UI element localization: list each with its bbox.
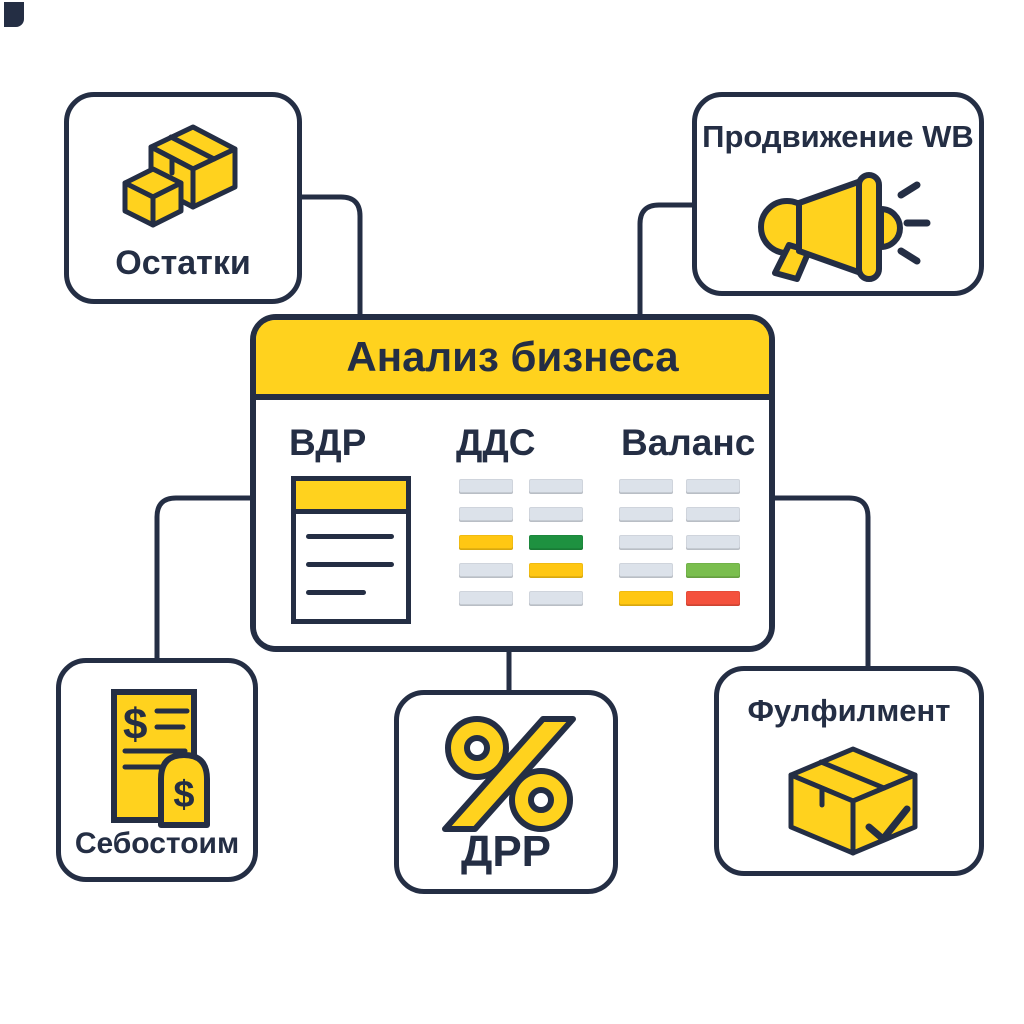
- node-analysis: Анализ бизнеса ВДР ДДС Валанс: [250, 314, 775, 652]
- document-icon-line: [306, 534, 394, 539]
- data-bar-gray: [619, 507, 673, 522]
- data-bar-green_light: [686, 563, 740, 578]
- connector-center-sebestoim: [154, 495, 251, 660]
- data-bar-green_dark: [529, 535, 583, 550]
- data-bar-red: [686, 591, 740, 606]
- svg-text:$: $: [173, 774, 194, 816]
- data-bar-gray: [686, 535, 740, 550]
- node-fulfillment-label: Фулфилмент: [747, 693, 951, 728]
- data-bar-gray: [619, 563, 673, 578]
- data-bar-gray: [459, 507, 513, 522]
- document-icon: [291, 476, 411, 624]
- data-bar-gray: [529, 507, 583, 522]
- data-bar-gray: [619, 479, 673, 494]
- boxes-icon: [122, 124, 238, 228]
- node-ostatki-label: Остатки: [115, 244, 251, 282]
- node-fulfillment: Фулфилмент: [714, 666, 984, 876]
- node-promo-label: Продвижение WB: [702, 119, 974, 154]
- megaphone-icon: [758, 172, 931, 282]
- data-bar-gray: [459, 563, 513, 578]
- column-label-vdr: ВДР: [289, 422, 367, 463]
- data-bar-yellow: [459, 535, 513, 550]
- analysis-header: Анализ бизнеса: [256, 320, 769, 400]
- data-bar-gray: [529, 591, 583, 606]
- document-icon-line: [306, 562, 394, 567]
- node-drr: ДРР: [394, 690, 618, 894]
- data-bar-gray: [686, 507, 740, 522]
- dds-bars-grid: [459, 479, 583, 606]
- svg-text:$: $: [123, 700, 147, 749]
- node-ostatki: Остатки: [64, 92, 302, 304]
- box-check-icon: [788, 746, 918, 856]
- node-sebestoim: $ $ Себостоим: [56, 658, 258, 882]
- node-drr-label: ДРР: [460, 827, 552, 876]
- invoice-icon: $ $: [111, 689, 210, 828]
- data-bar-gray: [459, 479, 513, 494]
- column-label-dds: ДДС: [456, 422, 536, 463]
- node-sebestoim-label: Себостоим: [74, 827, 240, 860]
- node-promo: Продвижение WB: [692, 92, 984, 296]
- data-bar-gray: [529, 479, 583, 494]
- corner-artifact: [4, 2, 24, 27]
- analysis-title: Анализ бизнеса: [346, 333, 679, 380]
- connector-center-fulfillment: [774, 495, 871, 668]
- document-icon-line: [306, 590, 366, 595]
- analysis-body: ВДР ДДС Валанс: [256, 400, 769, 646]
- data-bar-yellow: [619, 591, 673, 606]
- data-bar-yellow: [529, 563, 583, 578]
- percent-icon: [442, 716, 576, 832]
- connector-ostatki-center: [301, 194, 363, 316]
- data-bar-gray: [459, 591, 513, 606]
- connector-promo-center: [637, 202, 692, 316]
- data-bar-gray: [686, 479, 740, 494]
- data-bar-gray: [619, 535, 673, 550]
- balance-bars-grid: [619, 479, 740, 606]
- column-label-balance: Валанс: [621, 422, 756, 463]
- document-icon-header: [296, 481, 406, 514]
